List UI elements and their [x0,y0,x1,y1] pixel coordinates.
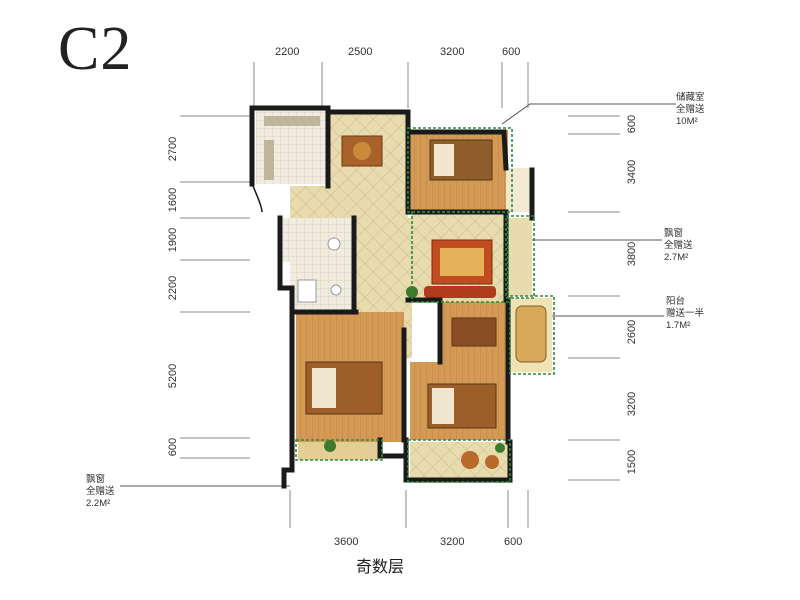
annotation-bay-window-left-name: 飘窗 [86,474,106,485]
annotation-balcony-gift: 赠送一半 [666,308,705,319]
annotation-balcony-area: 1.7M² [666,320,691,331]
annotation-storage-area: 10M² [676,116,698,127]
dim-bottom-1: 3600 [334,536,359,548]
annotation-bay-window-right-area: 2.7M² [664,252,689,263]
dim-top-2: 2500 [348,46,373,58]
annotation-storage: 储藏室 全赠送 10M² [676,92,705,128]
annotation-bay-window-right-gift: 全赠送 [664,240,693,251]
dim-right-5: 3200 [626,391,638,417]
annotation-bay-window-right-name: 飘窗 [664,228,684,239]
entry-door-swing [251,183,263,213]
dim-right-4: 2600 [626,319,638,345]
dim-right-2: 3400 [626,159,638,185]
annotation-bay-window-left-gift: 全赠送 [86,486,115,497]
annotation-balcony-name: 阳台 [666,296,686,307]
dim-left-1: 2700 [167,136,179,162]
gift-area-outlines [295,127,555,483]
dim-bottom-2: 3200 [440,536,465,548]
plan-title: C2 [58,15,133,83]
annotation-bay-window-right: 飘窗 全赠送 2.7M² [664,228,693,264]
annotation-storage-gift: 全赠送 [676,104,705,115]
dimension-lines-right [568,115,620,481]
dim-right-3: 3800 [626,241,638,267]
annotation-leaders [120,103,676,487]
annotation-bay-window-left-area: 2.2M² [86,498,111,509]
dim-left-5: 5200 [167,363,179,389]
dim-bottom-3: 600 [504,536,523,548]
dim-right-6: 1500 [626,449,638,475]
dimension-lines-bottom [289,490,529,528]
dimension-lines-top [253,62,529,108]
dim-left-4: 2200 [167,275,179,301]
dim-left-6: 600 [167,437,179,457]
dimension-lines-left [180,115,250,459]
dim-left-3: 1900 [167,227,179,253]
dim-right-1: 600 [626,114,638,134]
dim-top-3: 3200 [440,46,465,58]
annotation-bay-window-left: 飘窗 全赠送 2.2M² [86,474,115,510]
annotation-balcony: 阳台 赠送一半 1.7M² [666,296,704,332]
dim-top-4: 600 [502,46,521,58]
annotation-storage-name: 储藏室 [676,92,705,103]
furniture [264,116,547,469]
dim-top-1: 2200 [275,46,300,58]
floor-label: 奇数层 [355,557,404,576]
dim-left-2: 1600 [167,187,179,213]
